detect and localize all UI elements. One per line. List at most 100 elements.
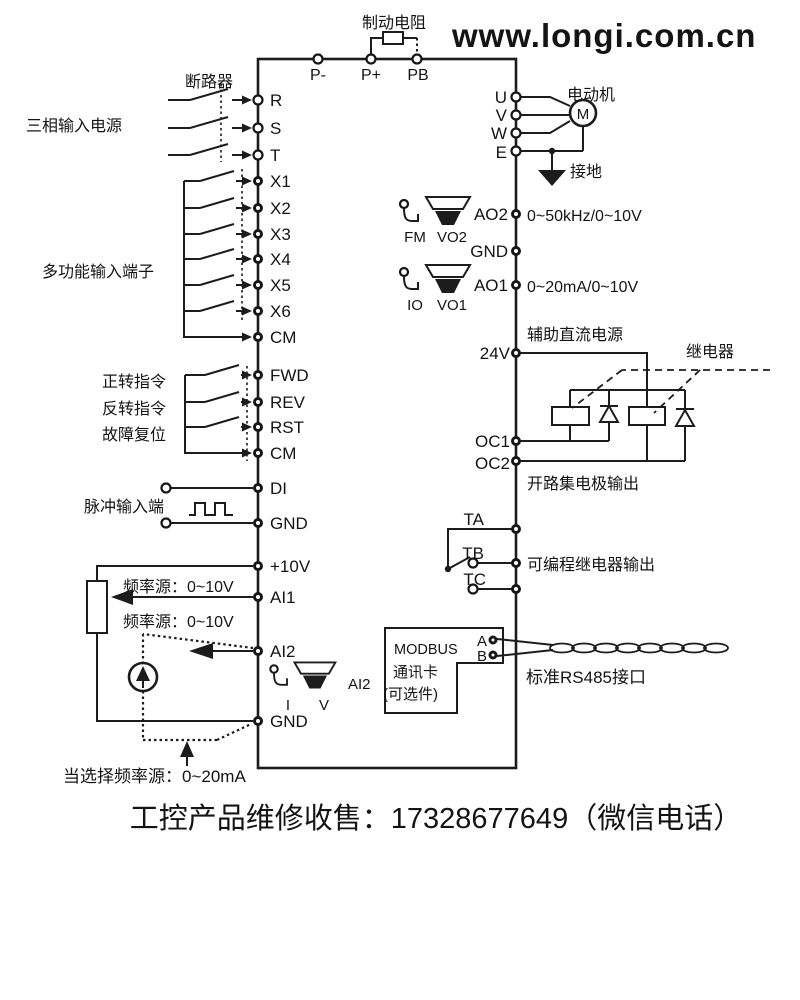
analog-inputs: 频率源：0~10V 频率源：0~10V +10V AI1 AI2 GND I V… <box>63 557 371 786</box>
open-collector-label: 开路集电极输出 <box>527 475 639 493</box>
terminal-p-minus <box>312 53 324 65</box>
terminal-rst <box>253 422 263 432</box>
potentiometer-symbol <box>86 580 108 634</box>
ground-icon <box>538 170 566 186</box>
terminal-cm1 <box>253 332 263 342</box>
terminal-label-oc2: OC2 <box>475 454 510 473</box>
three-phase-input: 断路器 三相输入电源 R S T <box>26 73 282 165</box>
terminal-label-gnd-ai: GND <box>270 712 308 731</box>
terminal-u <box>510 91 522 103</box>
modbus-card-box <box>384 627 504 714</box>
terminal-10v <box>253 561 263 571</box>
terminal-label-ai1: AI1 <box>270 588 296 607</box>
terminal-label-x3: X3 <box>270 225 291 244</box>
aux-power-relays: 24V 辅助直流电源 继电器 OC1 OC2 开路集电极输出 <box>475 326 770 493</box>
freq-source2-label: 频率源：0~10V <box>123 613 234 631</box>
command-inputs: 正转指令 反转指令 故障复位 FWD REV RST CM <box>102 364 309 463</box>
pulse-waveform-icon <box>189 502 233 516</box>
terminal-label-tb: TB <box>462 544 484 563</box>
terminal-oc1 <box>511 436 521 446</box>
current-source-note: 当选择频率源：0~20mA <box>63 767 246 786</box>
terminal-v <box>510 109 522 121</box>
ao2-jumper-icon <box>398 195 472 227</box>
ai2-arrow <box>189 643 213 659</box>
terminal-x5 <box>253 280 263 290</box>
terminal-tb <box>511 558 521 568</box>
terminal-label-u: U <box>495 88 507 107</box>
terminal-label-pb: PB <box>407 67 428 84</box>
modbus-line3: (可选件) <box>383 686 438 703</box>
ai2-jumper-name: AI2 <box>348 676 371 693</box>
terminal-label-v: V <box>496 106 508 125</box>
terminal-label-r: R <box>270 91 282 110</box>
note-arrow <box>180 741 194 757</box>
terminal-di <box>253 483 263 493</box>
terminal-r <box>252 94 264 106</box>
terminal-rev <box>253 397 263 407</box>
terminal-label-t: T <box>270 146 280 165</box>
terminal-x4 <box>253 254 263 264</box>
analog-outputs: AO2 GND AO1 0~50kHz/0~10V 0~20mA/0~10V F… <box>398 195 642 314</box>
terminal-label-x1: X1 <box>270 172 291 191</box>
pulse-input-label: 脉冲输入端 <box>84 498 164 516</box>
ai1-arrow <box>111 589 133 605</box>
terminal-p-plus <box>365 53 377 65</box>
terminal-label-e: E <box>496 143 507 162</box>
terminal-gnd-di <box>253 518 263 528</box>
terminal-gnd-ai <box>253 716 263 726</box>
breaker-switches <box>168 84 252 162</box>
modbus-line1: MODBUS <box>394 642 458 658</box>
terminal-label-tc: TC <box>463 570 486 589</box>
command-switches <box>185 364 252 461</box>
terminal-ta <box>511 524 521 534</box>
ao2-range-label: 0~50kHz/0~10V <box>527 208 642 225</box>
terminal-label-rst: RST <box>270 418 304 437</box>
terminal-ai1 <box>253 592 263 602</box>
footer-contact-text: 工控产品维修收售：17328677649（微信电话） <box>130 802 742 835</box>
terminal-e <box>510 145 522 157</box>
terminal-label-s: S <box>270 119 281 138</box>
prog-relay-label: 可编程继电器输出 <box>527 556 655 574</box>
terminal-x3 <box>253 229 263 239</box>
motor-icon <box>568 98 598 128</box>
terminal-x1 <box>253 176 263 186</box>
terminal-x2 <box>253 203 263 213</box>
x-switches <box>184 169 252 342</box>
relay-pointer-dashes <box>571 369 770 414</box>
freq-source1-label: 频率源：0~10V <box>123 578 234 596</box>
rev-command-label: 反转指令 <box>102 400 166 418</box>
terminal-label-x2: X2 <box>270 199 291 218</box>
motor-output: U V W E 电动机 M 接地 <box>491 86 615 186</box>
terminal-oc2 <box>511 456 521 466</box>
terminal-label-10v: +10V <box>270 557 311 576</box>
terminal-label-gnd-di: GND <box>270 514 308 533</box>
ao1-range-label: 0~20mA/0~10V <box>527 279 639 296</box>
ao1-jumper-icon <box>398 263 472 295</box>
terminal-label-gnd-ao: GND <box>470 242 508 261</box>
motor-label: 电动机 <box>567 86 615 104</box>
multi-function-inputs: 多功能输入端子 X1 X2 X3 X4 X5 X6 CM <box>42 169 296 347</box>
relay-label: 继电器 <box>686 343 734 361</box>
terminal-label-p-minus: P- <box>310 67 326 84</box>
current-source-icon <box>127 661 159 693</box>
ai2-jumper-icon <box>269 661 337 690</box>
fwd-command-label: 正转指令 <box>102 373 166 391</box>
three-phase-label: 三相输入电源 <box>26 117 122 135</box>
terminal-fwd <box>253 370 263 380</box>
fm-label: FM <box>404 229 426 246</box>
terminal-cm2 <box>253 448 263 458</box>
brake-resistor-label: 制动电阻 <box>362 14 426 32</box>
breaker-label: 断路器 <box>185 73 233 91</box>
terminal-label-a: A <box>477 633 487 650</box>
website-url: www.longi.com.cn <box>451 17 756 54</box>
terminal-label-di: DI <box>270 479 287 498</box>
terminal-b <box>488 650 498 660</box>
terminal-label-rev: REV <box>270 393 306 412</box>
terminal-ao1 <box>511 280 521 290</box>
terminal-label-oc1: OC1 <box>475 432 510 451</box>
ai2-jumper-v-label: V <box>319 697 329 714</box>
terminal-label-x6: X6 <box>270 302 291 321</box>
ground-label: 接地 <box>570 163 602 181</box>
terminal-label-x5: X5 <box>270 276 291 295</box>
